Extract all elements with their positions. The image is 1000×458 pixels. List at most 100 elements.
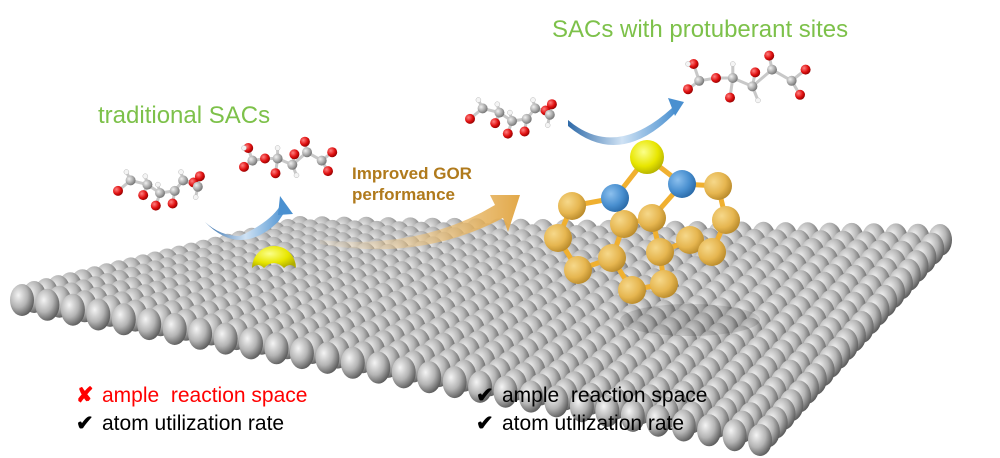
substrate-atom — [722, 419, 747, 452]
carbon-atom — [747, 81, 758, 92]
carbon-atom — [155, 188, 165, 198]
bullet-text: atom utilization rate — [102, 412, 285, 435]
right-bullet-atom-utilization: ✔atom utilization rate — [476, 413, 707, 434]
substrate-atom — [417, 361, 442, 394]
hydrogen-atom — [507, 109, 513, 116]
left-bullet-reaction-space: ✘ample reaction space — [76, 385, 307, 406]
oxygen-atom — [113, 185, 123, 196]
substrate-atom — [391, 356, 416, 389]
left-panel-title: traditional SACs — [98, 102, 271, 129]
oxygen-atom — [299, 136, 310, 147]
substrate-atom — [569, 390, 594, 423]
carbon-atom — [638, 204, 666, 232]
oxygen-atom — [243, 143, 254, 153]
oxygen-atom — [725, 92, 735, 103]
left-bullet-list: ✘ample reaction space ✔atom utilization … — [76, 385, 307, 434]
oxygen-atom — [260, 153, 270, 164]
carbon-atom — [247, 155, 258, 166]
hydrogen-atom — [142, 173, 149, 179]
carbon-atom — [618, 276, 646, 304]
substrate-atom — [646, 404, 671, 437]
carbon-atom — [598, 244, 626, 272]
oxygen-atom — [800, 64, 811, 75]
substrate-atom — [620, 399, 645, 432]
substrate-atom — [340, 346, 365, 379]
oxygen-atom — [764, 50, 775, 61]
oxygen-atom — [194, 171, 205, 182]
carbon-atom — [192, 181, 203, 192]
substrate-atom — [213, 322, 238, 355]
hydrogen-atom — [685, 61, 691, 67]
substrate-atom — [493, 375, 518, 408]
oxygen-atom — [150, 200, 161, 211]
oxygen-atom — [750, 67, 761, 78]
bullet-text: ample reaction space — [502, 384, 708, 407]
hydrogen-atom — [530, 97, 536, 103]
oxygen-atom — [167, 198, 178, 209]
hydrogen-atom — [544, 122, 551, 128]
left-bullet-atom-utilization: ✔atom utilization rate — [76, 413, 307, 434]
carbon-atom — [494, 107, 505, 118]
carbon-atom — [698, 238, 726, 266]
substrate-atom — [86, 298, 111, 331]
substrate-atom — [468, 370, 493, 403]
oxygen-atom — [546, 99, 557, 110]
oxygen-atom — [465, 113, 475, 124]
carbon-atom — [169, 185, 180, 196]
substrate-atom — [315, 341, 340, 374]
carbon-atom — [694, 75, 705, 86]
metal-single-atom — [630, 140, 664, 174]
right-bullet-list: ✔ ample reaction space ✔atom utilization … — [476, 385, 707, 434]
hydrogen-atom — [274, 145, 281, 151]
substrate-atom — [671, 409, 696, 442]
oxygen-atom — [323, 166, 333, 177]
oxygen-atom — [502, 128, 513, 139]
carbon-atom — [727, 73, 738, 83]
substrate-atom — [289, 337, 314, 370]
hydrogen-atom — [293, 172, 300, 179]
hydrogen-atom — [178, 169, 184, 175]
gluconic-acid-molecule-right — [683, 50, 811, 104]
carbon-atom — [650, 270, 678, 298]
carbon-atom — [530, 103, 541, 114]
carbon-atom — [272, 153, 283, 164]
check-icon: ✔ — [476, 384, 494, 407]
oxygen-atom — [683, 84, 693, 95]
substrate-atom — [239, 327, 263, 360]
oxygen-atom — [270, 168, 281, 179]
hydrogen-atom — [755, 97, 761, 104]
substrate-atom — [10, 284, 34, 316]
gor-label: Improved GOR performance — [352, 163, 472, 206]
carbon-atom — [544, 224, 572, 252]
molecule-shadow — [620, 304, 760, 336]
carbon-atom — [316, 155, 327, 166]
protuberant-site-molecule — [544, 140, 740, 304]
substrate-atom — [519, 380, 543, 413]
oxygen-atom — [795, 89, 805, 100]
gluconic-acid-molecule-left — [239, 136, 338, 179]
bullet-text: atom utilization rate — [502, 412, 685, 435]
hydrogen-atom — [155, 181, 161, 188]
substrate-atom — [111, 303, 136, 336]
reaction-arrow-left — [205, 196, 293, 240]
carbon-atom — [544, 109, 555, 120]
oxygen-atom — [327, 147, 338, 158]
carbon-atom — [767, 64, 777, 75]
carbon-atom — [521, 113, 532, 124]
carbon-atom — [646, 238, 674, 266]
carbon-atom — [302, 147, 312, 158]
substrate-atom — [366, 351, 391, 384]
carbon-atom — [786, 75, 797, 86]
oxygen-atom — [138, 190, 149, 201]
substrate-atom — [595, 395, 620, 427]
substrate-atom — [264, 332, 289, 365]
carbon-atom — [704, 172, 732, 200]
substrate-atom — [162, 313, 187, 345]
oxygen-atom — [490, 118, 501, 129]
carbon-atom — [558, 192, 586, 220]
gor-label-line2: performance — [352, 185, 455, 205]
carbon-atom — [287, 159, 298, 170]
gor-improvement-arrow — [320, 195, 520, 250]
carbon-atom — [178, 175, 189, 186]
